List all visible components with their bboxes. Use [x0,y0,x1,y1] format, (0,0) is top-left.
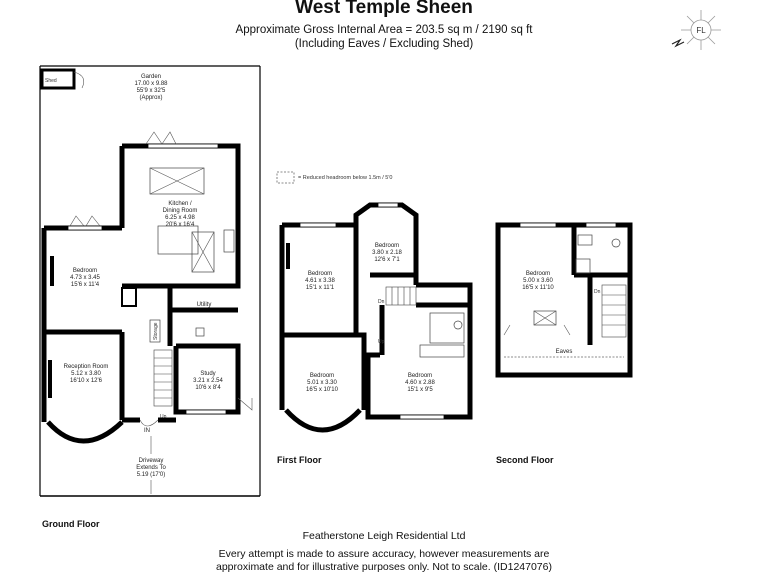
compass-icon: FL [671,10,721,50]
sf-stairs-dn: Dn [594,289,601,295]
kitchen-name-1: Kitchen / [168,201,192,207]
gf-bedroom-imperial: 15'6 x 11'4 [71,282,100,288]
kitchen-metric: 6.25 x 4.98 [165,215,195,221]
driveway-name: Driveway [139,458,164,464]
second-floor-plan: Bedroom 5.00 x 3.60 16'5 x 11'10 Dn Eave… [495,222,633,378]
entrance-label: IN [144,428,150,434]
disclaimer-line-2: approximate and for illustrative purpose… [216,561,552,573]
sf-bedroom-imperial: 16'5 x 11'10 [522,285,554,291]
ground-floor-label: Ground Floor [42,519,100,529]
agent-name: Featherstone Leigh Residential Ltd [302,530,466,542]
ff-bedroom-a-metric: 4.61 x 3.38 [305,278,335,284]
storage-label: Storage [153,322,159,340]
kitchen-name-2: Dining Room [163,208,198,214]
kitchen-imperial: 20'6 x 16'4 [166,222,195,228]
gf-stairs-up: Up [160,414,167,420]
driveway-line2: Extends To [136,465,166,471]
key-reduced-headroom: = Reduced headroom below 1.5m / 5'0 [298,175,393,181]
first-floor-plan: Bedroom 4.61 x 3.38 15'1 x 11'1 Bedroom … [279,202,473,433]
area-note: (Including Eaves / Excluding Shed) [294,38,474,50]
first-floor-label: First Floor [277,455,322,465]
reception-name: Reception Room [64,364,109,370]
ff-bedroom-b-imperial: 12'6 x 7'1 [374,257,400,263]
second-floor-label: Second Floor [496,455,554,465]
reception-imperial: 16'10 x 12'6 [70,378,103,384]
page-title: West Temple Sheen [295,0,473,18]
sf-bedroom-metric: 5.00 x 3.60 [523,278,553,284]
ff-bedroom-d-name: Bedroom [408,373,432,379]
reception-metric: 5.12 x 3.80 [71,371,101,377]
area-summary: Approximate Gross Internal Area = 203.5 … [235,24,533,36]
gf-bedroom-name: Bedroom [73,268,97,274]
study-name: Study [200,371,215,377]
compass-badge: FL [696,26,706,35]
study-imperial: 10'6 x 8'4 [195,385,221,391]
garden-note: (Approx) [139,95,162,101]
ff-stairs-up: Up [378,339,385,345]
ff-stairs-dn: Dn [378,299,385,305]
garden-metric: 17.00 x 9.88 [134,81,168,87]
ff-bedroom-d-imperial: 15'1 x 9'5 [407,387,433,393]
ff-bedroom-a-name: Bedroom [308,271,332,277]
shed-label: Shed [45,78,57,84]
ff-bedroom-b-name: Bedroom [375,243,399,249]
reduced-headroom-swatch [276,171,295,184]
sf-bedroom-name: Bedroom [526,271,550,277]
ground-floor-plan: Shed Garden 17.00 x 9.88 55'9 x 32'5 (Ap… [39,65,261,497]
ff-bedroom-d-metric: 4.60 x 2.88 [405,380,435,386]
ff-bedroom-c-name: Bedroom [310,373,334,379]
ff-bedroom-c-imperial: 16'5 x 10'10 [306,387,339,393]
garden-name: Garden [141,74,161,80]
utility-label: Utility [197,302,212,308]
gf-bedroom-metric: 4.73 x 3.45 [70,275,100,281]
ff-bedroom-c-metric: 5.01 x 3.30 [307,380,337,386]
disclaimer-line-1: Every attempt is made to assure accuracy… [218,548,550,560]
ff-bedroom-b-metric: 3.80 x 2.18 [372,250,402,256]
ff-bedroom-a-imperial: 15'1 x 11'1 [306,285,335,291]
eaves-label: Eaves [556,349,573,355]
study-metric: 3.21 x 2.54 [193,378,223,384]
driveway-measure: 5.19 (17'0) [137,472,166,478]
garden-imperial: 55'9 x 32'5 [137,88,166,94]
